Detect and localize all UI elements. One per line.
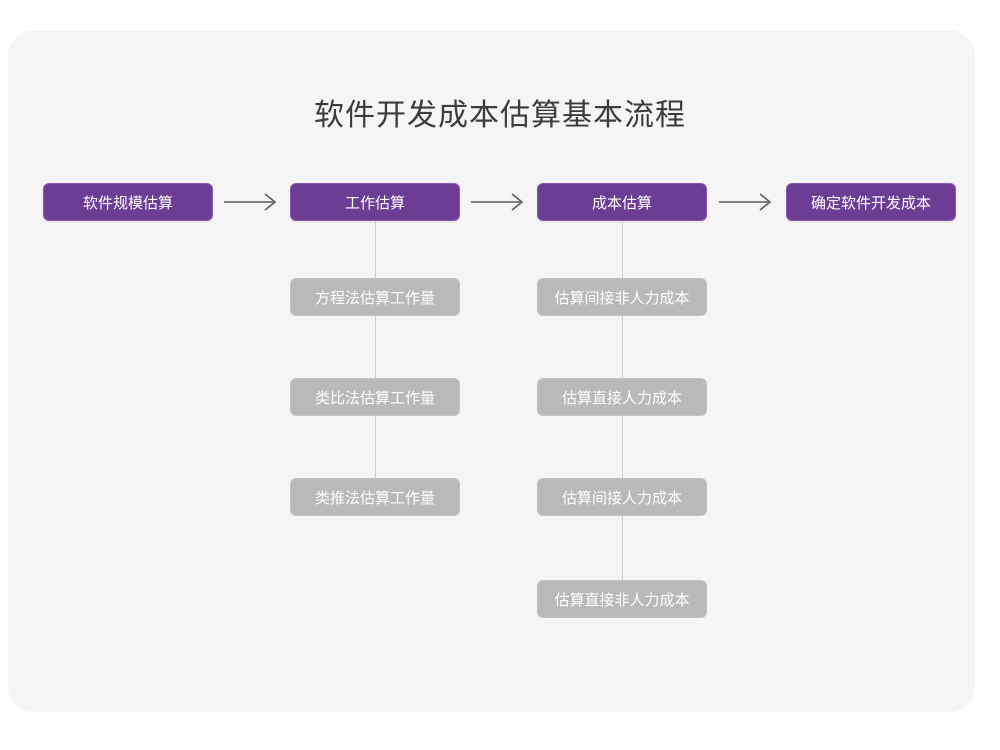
branch-node-work-3[interactable]: 类推法估算工作量 [290,478,460,516]
flow-node-label: 成本估算 [591,193,652,212]
connector-line [375,221,376,278]
arrow-right-icon [224,191,279,213]
branch-node-label: 类比法估算工作量 [314,388,435,407]
branch-node-cost-4[interactable]: 估算直接非人力成本 [537,580,707,618]
branch-node-label: 类推法估算工作量 [314,488,435,507]
flow-node-label: 软件规模估算 [82,193,173,212]
flow-node-step-4[interactable]: 确定软件开发成本 [786,183,956,221]
branch-node-cost-1[interactable]: 估算间接非人力成本 [537,278,707,316]
connector-line [622,316,623,378]
flow-node-step-2[interactable]: 工作估算 [290,183,460,221]
connector-line [375,316,376,378]
connector-line [622,516,623,580]
flow-node-label: 工作估算 [344,193,405,212]
flow-node-label: 确定软件开发成本 [810,193,931,212]
branch-node-cost-3[interactable]: 估算间接人力成本 [537,478,707,516]
diagram-card-background [8,30,975,712]
branch-node-label: 估算直接人力成本 [561,388,682,407]
flow-node-step-3[interactable]: 成本估算 [537,183,707,221]
branch-node-label: 估算间接人力成本 [561,488,682,507]
arrow-right-icon [719,191,774,213]
page-title: 软件开发成本估算基本流程 [314,98,686,133]
branch-node-work-2[interactable]: 类比法估算工作量 [290,378,460,416]
branch-node-label: 方程法估算工作量 [314,288,435,307]
connector-line [622,416,623,478]
branch-node-work-1[interactable]: 方程法估算工作量 [290,278,460,316]
arrow-right-icon [471,191,526,213]
flow-node-step-1[interactable]: 软件规模估算 [43,183,213,221]
connector-line [375,416,376,478]
connector-line [622,221,623,278]
branch-node-cost-2[interactable]: 估算直接人力成本 [537,378,707,416]
branch-node-label: 估算直接非人力成本 [554,590,690,609]
branch-node-label: 估算间接非人力成本 [554,288,690,307]
